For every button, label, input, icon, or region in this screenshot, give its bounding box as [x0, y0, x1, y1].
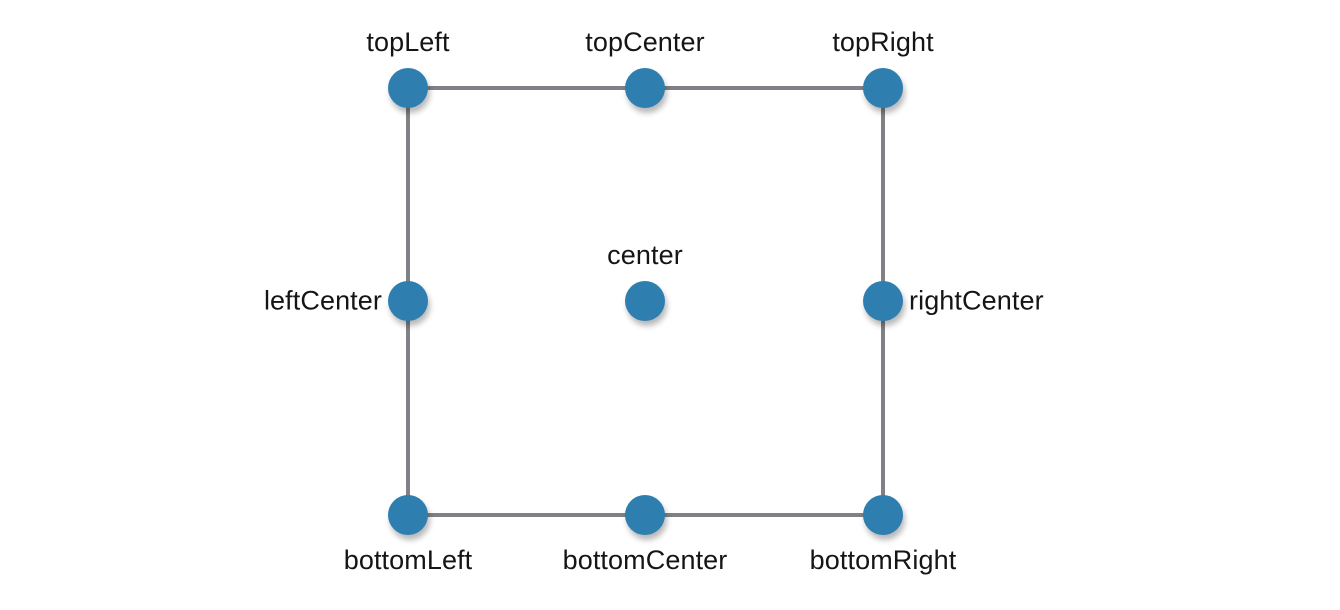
node-label-leftCenter: leftCenter — [263, 285, 382, 316]
graph-node-bottomRight[interactable] — [863, 495, 903, 535]
node-label-rightCenter: rightCenter — [909, 285, 1044, 316]
graph-node-bottomLeft[interactable] — [388, 495, 428, 535]
graph-node-bottomCenter[interactable] — [625, 495, 665, 535]
node-label-topCenter: topCenter — [585, 27, 705, 57]
graph-node-topLeft[interactable] — [388, 68, 428, 108]
graph-node-center[interactable] — [625, 281, 665, 321]
node-label-center: center — [607, 240, 683, 270]
node-label-bottomLeft: bottomLeft — [343, 545, 473, 575]
node-label-bottomRight: bottomRight — [809, 545, 957, 575]
node-label-topLeft: topLeft — [366, 27, 450, 57]
graph-node-rightCenter[interactable] — [863, 281, 903, 321]
graph-node-topCenter[interactable] — [625, 68, 665, 108]
graph-node-topRight[interactable] — [863, 68, 903, 108]
node-label-topRight: topRight — [832, 27, 934, 57]
node-label-bottomCenter: bottomCenter — [562, 545, 728, 575]
graph-node-leftCenter[interactable] — [388, 281, 428, 321]
